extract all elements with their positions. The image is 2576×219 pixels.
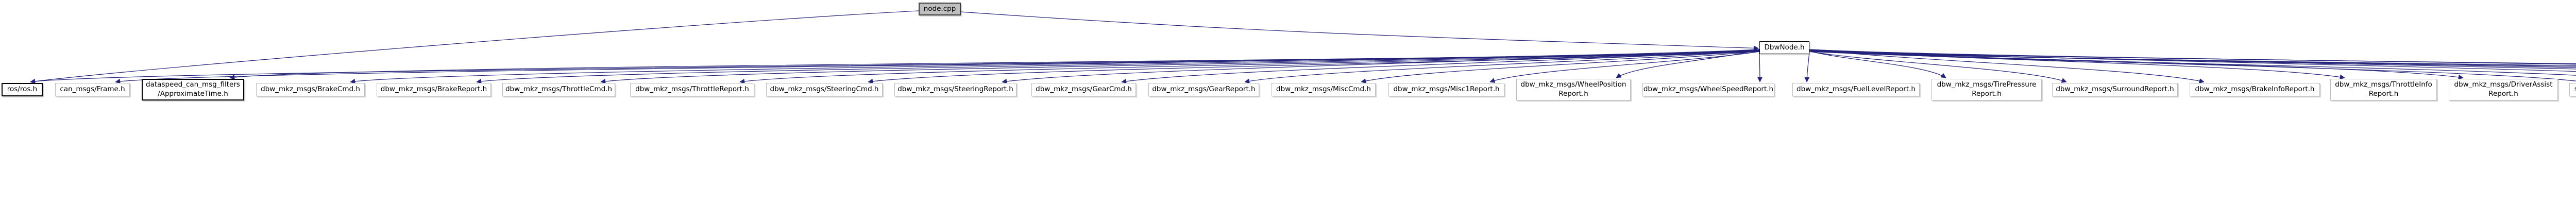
edge-node_cpp-ros [30, 10, 919, 84]
edge-dbwnode-brakeinfo [1809, 49, 2205, 83]
edge-dbwnode-wheelposition [1616, 49, 1760, 78]
graph-node-misccmd: dbw_mkz_msgs/MiscCmd.h [1272, 83, 1376, 96]
graph-node-surround: dbw_mkz_msgs/SurroundReport.h [2052, 83, 2178, 96]
edge-dbwnode-ros [30, 50, 1760, 84]
edge-dbwnode-wheelspeed [1757, 49, 1762, 82]
graph-node-fuellevel: dbw_mkz_msgs/FuelLevelReport.h [1792, 83, 1920, 96]
graph-node-misc1report: dbw_mkz_msgs/Misc1Report.h [1388, 83, 1504, 96]
graph-node-wheelposition: dbw_mkz_msgs/WheelPosition Report.h [1516, 79, 1631, 100]
graph-node-gearreport: dbw_mkz_msgs/GearReport.h [1148, 83, 1259, 96]
graph-node-frame: can_msgs/Frame.h [55, 83, 130, 96]
graph-node-throttleinfo: dbw_mkz_msgs/ThrottleInfo Report.h [2330, 79, 2437, 100]
edge-dbwnode-throttlecmd [600, 50, 1760, 84]
edge-dbwnode-steeringreport [1002, 49, 1760, 84]
graph-node-brakeinfo: dbw_mkz_msgs/BrakeInfoReport.h [2190, 83, 2320, 96]
graph-node-dbwnode[interactable]: DbwNode.h [1759, 41, 1809, 54]
edge-dbwnode-brakereport [476, 49, 1760, 84]
edge-dbwnode-brakecmd [350, 49, 1760, 84]
graph-node-steeringcmd: dbw_mkz_msgs/SteeringCmd.h [766, 83, 883, 96]
edge-dbwnode-string [1809, 49, 2576, 64]
graph-node-driverassist: dbw_mkz_msgs/DriverAssist Report.h [2449, 79, 2558, 100]
graph-node-throttlecmd: dbw_mkz_msgs/ThrottleCmd.h [502, 83, 615, 96]
graph-node-brakecmd: dbw_mkz_msgs/BrakeCmd.h [256, 83, 365, 96]
graph-node-approxtime[interactable]: dataspeed_can_msg_filters /ApproximateTi… [142, 79, 244, 100]
edge-dbwnode-platformmap [1809, 50, 2576, 64]
edge-dbwnode-empty [1809, 51, 2576, 66]
edge-dbwnode-gearreport [1244, 50, 1760, 84]
edge-dbwnode-surround [1809, 51, 2067, 83]
edge-dbwnode-navsatfix [1809, 51, 2576, 76]
graph-node-gearcmd: dbw_mkz_msgs/GearCmd.h [1031, 83, 1136, 96]
edge-dbwnode-tirepressure [1809, 50, 1946, 78]
graph-node-throttlereport: dbw_mkz_msgs/ThrottleReport.h [630, 83, 754, 96]
edge-dbwnode-fuellevel [1804, 50, 1810, 82]
edge-node_cpp-dbwnode [960, 11, 1759, 51]
edge-dbwnode-gearcmd [1121, 49, 1760, 84]
graph-node-imu: sensor_msgs/Imu.h [2569, 83, 2576, 96]
graph-node-wheelspeed: dbw_mkz_msgs/WheelSpeedReport.h [1642, 83, 1774, 96]
graph-node-node_cpp: node.cpp [919, 3, 961, 15]
graph-node-tirepressure: dbw_mkz_msgs/TirePressure Report.h [1931, 79, 2042, 100]
graph-node-brakereport: dbw_mkz_msgs/BrakeReport.h [377, 83, 491, 96]
graph-node-ros: ros/ros.h [2, 83, 43, 96]
edge-dbwnode-misccmd [1361, 50, 1760, 83]
edge-dbwnode-bool [1809, 49, 2576, 65]
graph-node-steeringreport: dbw_mkz_msgs/SteeringReport.h [894, 83, 1016, 96]
